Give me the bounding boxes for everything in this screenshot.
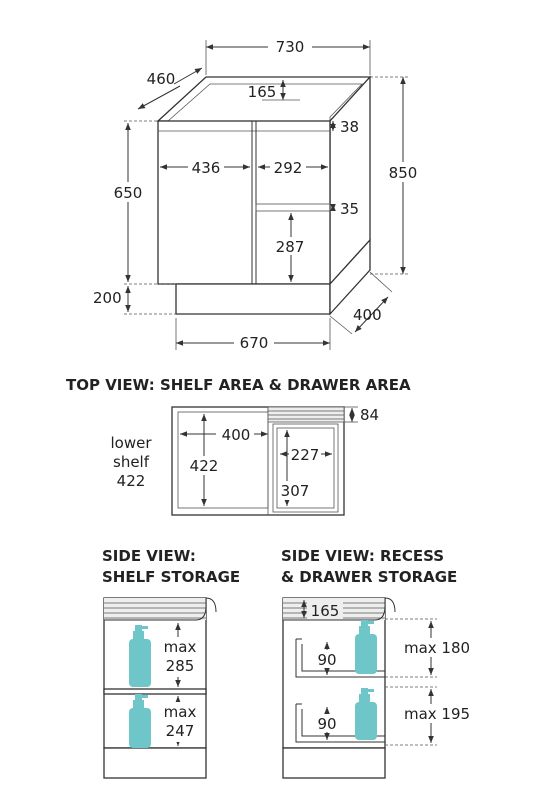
dim-recess-165-side: 165 [311,602,340,620]
dim-shelf-depth-422: 422 [190,457,219,475]
dim-drawer-gap-35: 35 [340,200,359,218]
dim-drawer-inner-depth-307: 307 [281,482,310,500]
upper-max-label: max [164,638,197,656]
dim-base-width-670: 670 [240,334,269,352]
dim-depth-460: 460 [147,70,176,88]
lower-max-value: 247 [166,722,195,740]
side-drawer-heading-2: & DRAWER STORAGE [281,568,457,586]
dim-height-850: 850 [389,164,418,182]
dim-width-730: 730 [276,38,305,56]
dim-drawer-height-287: 287 [276,238,305,256]
side-shelf-heading-2: SHELF STORAGE [102,568,240,586]
lower-shelf-label-2: shelf [113,453,150,471]
side-drawer-heading-1: SIDE VIEW: RECESS [281,547,444,565]
bottle-lower-drawer [355,688,377,740]
dim-door-height-650: 650 [114,184,143,202]
upper-max-value: 285 [166,657,195,675]
bottle-upper-shelf [129,625,151,687]
dim-back-gap-84: 84 [360,406,379,424]
dim-drawer1-90: 90 [317,651,336,669]
dim-base-depth-400: 400 [353,306,382,324]
lower-max-label: max [164,703,197,721]
main-cabinet-view: 730 460 165 38 850 650 436 292 [93,38,420,352]
side-drawer-plinth [282,747,386,779]
bottle-upper-drawer [355,620,377,674]
lower-shelf-value: 422 [117,472,146,490]
dim-drawer-upper-max: max 180 [404,639,470,657]
dim-plinth-200: 200 [93,289,122,307]
dim-toprail-38: 38 [340,118,359,136]
dim-door-width-436: 436 [192,159,221,177]
side-view-drawer: SIDE VIEW: RECESS & DRAWER STORAGE 165 9… [281,547,472,779]
dim-drawer-width-292: 292 [274,159,303,177]
top-view: TOP VIEW: SHELF AREA & DRAWER AREA 400 8… [66,376,411,516]
side-shelf-plinth [103,747,207,779]
dim-drawer2-90: 90 [317,715,336,733]
dim-recess-165: 165 [248,83,277,101]
bottle-lower-shelf [129,694,151,748]
dim-drawer-lower-max: max 195 [404,705,470,723]
dim-drawer-inner-width-227: 227 [291,446,320,464]
lower-shelf-label-1: lower [110,434,152,452]
cabinet-plinth [175,283,331,315]
top-view-heading: TOP VIEW: SHELF AREA & DRAWER AREA [66,376,411,394]
side-view-shelf: SIDE VIEW: SHELF STORAGE [102,547,240,779]
cabinet-front [157,120,331,285]
side-shelf-heading-1: SIDE VIEW: [102,547,196,565]
dim-shelf-width-400: 400 [222,426,251,444]
